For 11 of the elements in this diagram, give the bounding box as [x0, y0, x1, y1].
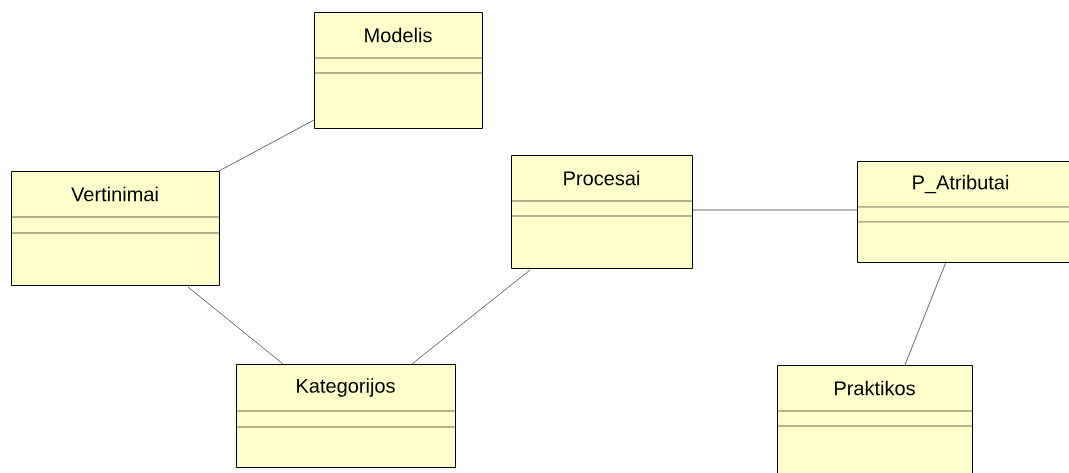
class-box: Praktikos [776, 365, 973, 473]
association-line [411, 269, 531, 365]
association-line [218, 119, 315, 172]
class-box: Modelis [313, 12, 483, 129]
association-line [904, 261, 947, 366]
class-box: Vertinimai [10, 171, 220, 286]
association-line [187, 286, 284, 365]
association-line [691, 209, 858, 211]
class-box: Kategorijos [235, 364, 456, 468]
class-box: Procesai [510, 155, 693, 269]
class-box: P_Atributai [856, 161, 1069, 263]
